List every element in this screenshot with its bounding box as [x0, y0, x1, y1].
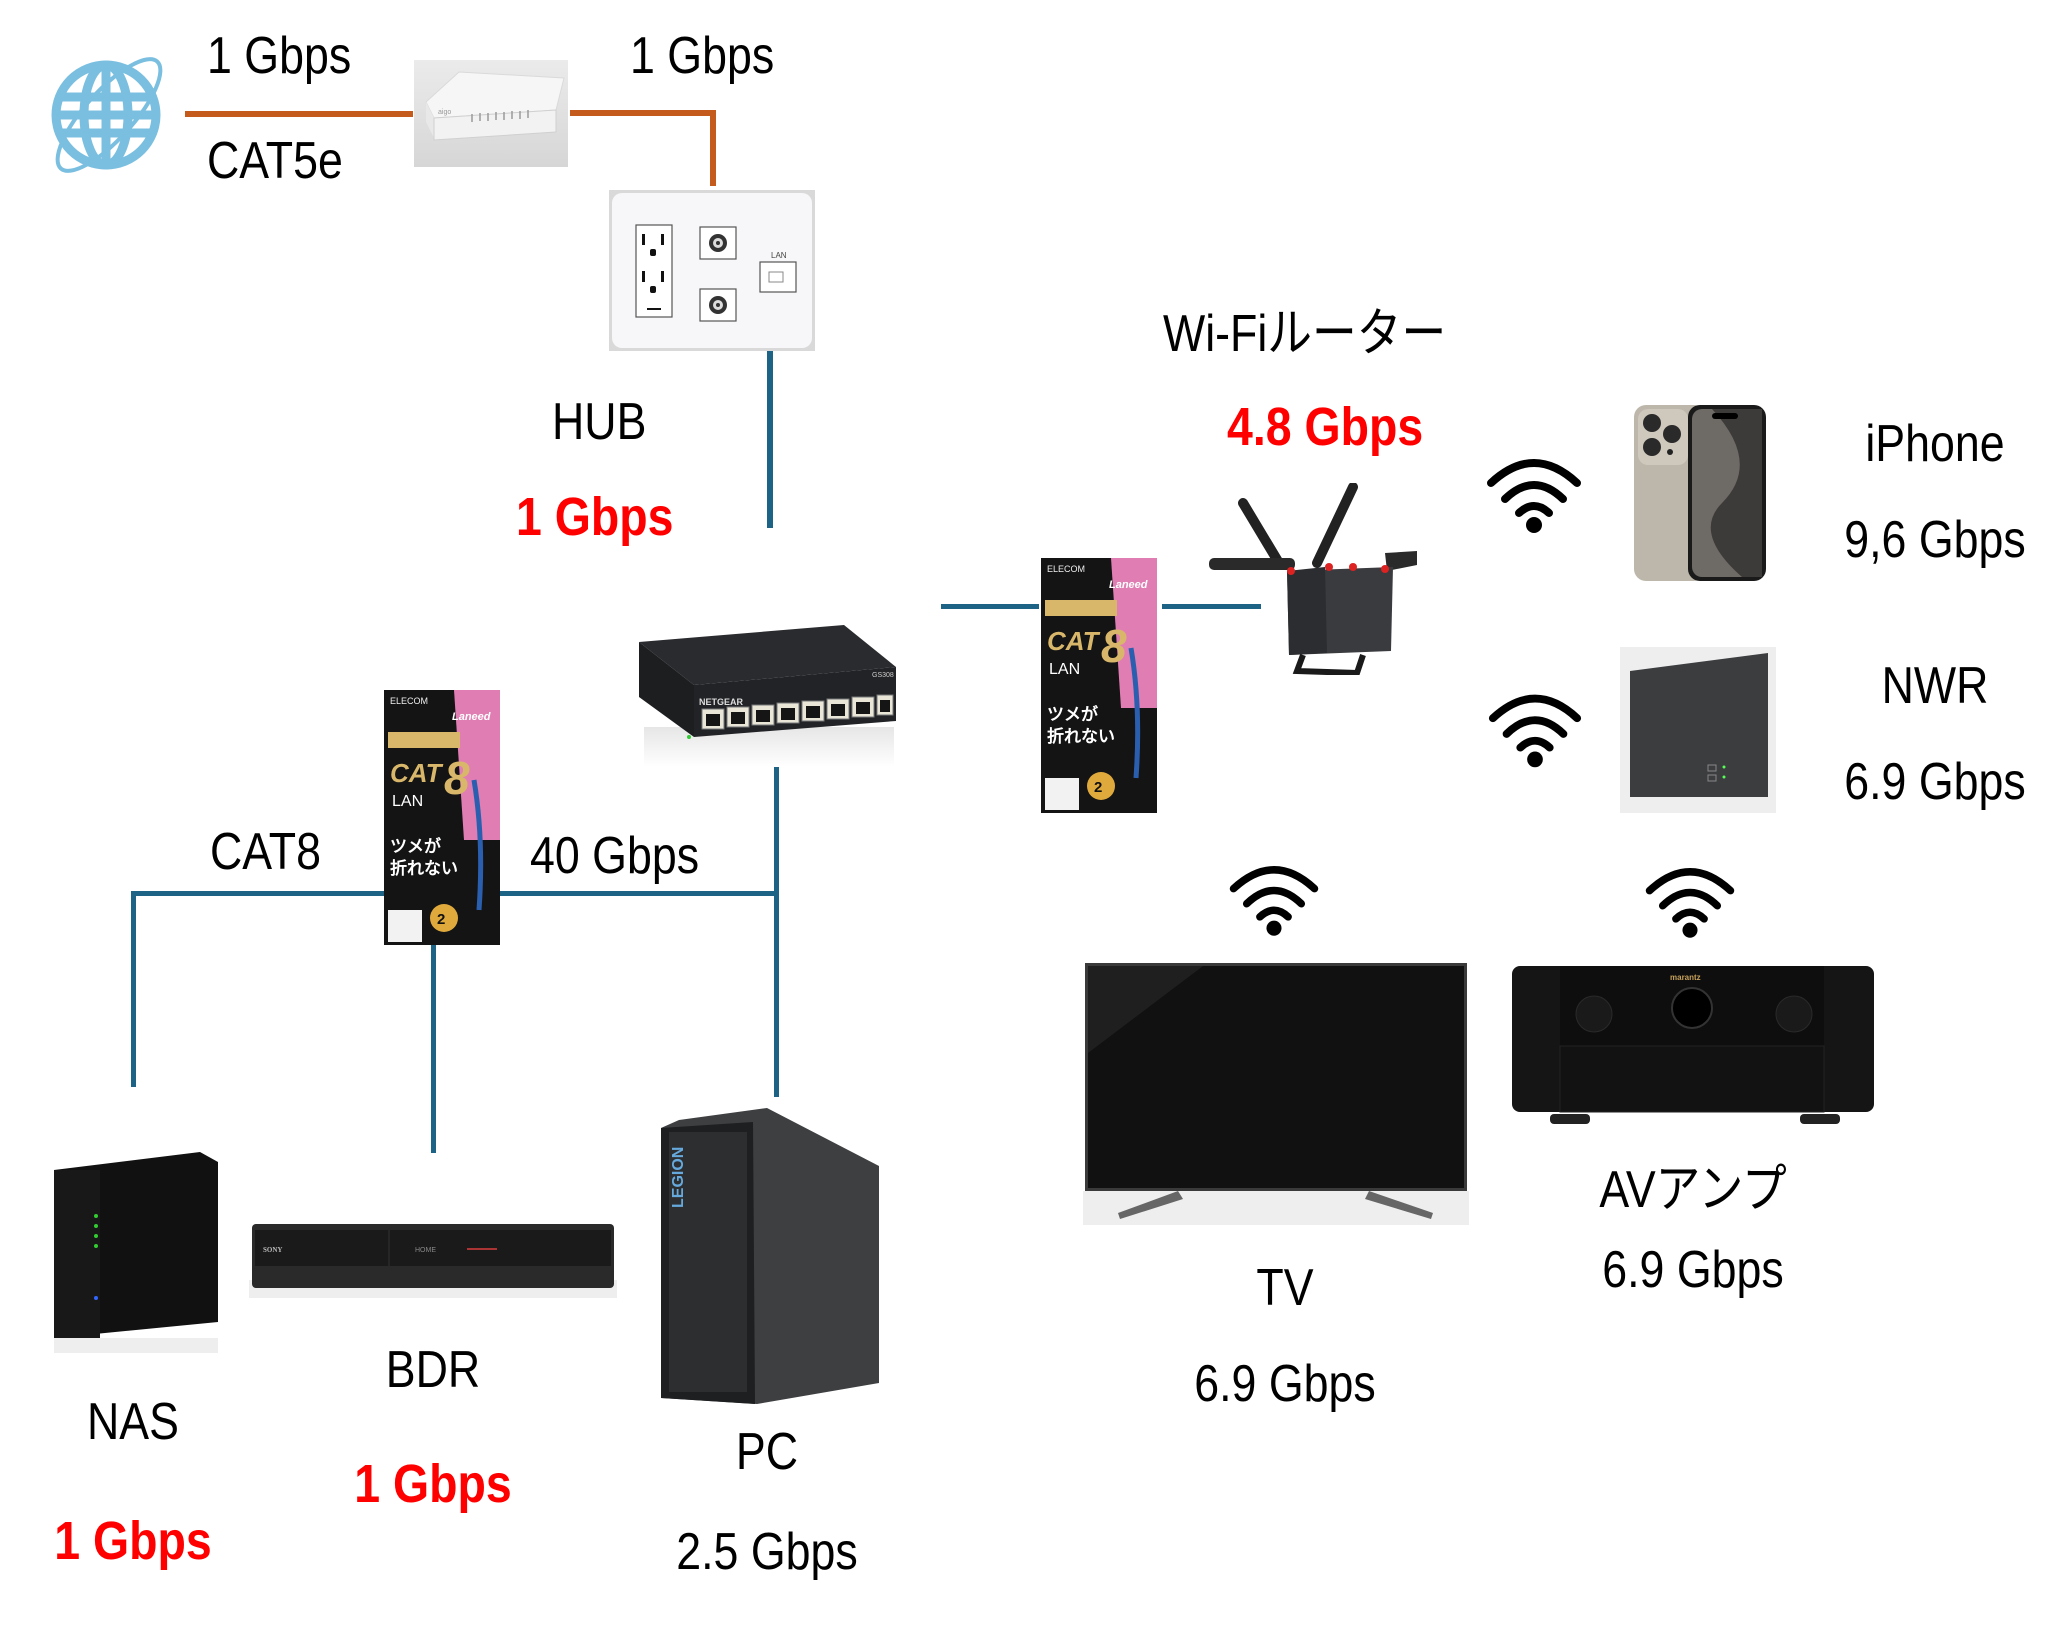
- hub-switch-icon[interactable]: NETGEAR GS308: [634, 617, 902, 777]
- router-speed-label: 4.8 Gbps: [1227, 397, 1424, 457]
- svg-text:LAN: LAN: [1049, 661, 1080, 678]
- svg-text:2: 2: [437, 911, 445, 928]
- svg-text:ツメが: ツメが: [1047, 704, 1098, 725]
- hub-speed-label: 1 Gbps: [516, 487, 674, 547]
- nas-device-icon[interactable]: [50, 1148, 222, 1353]
- svg-text:marantz: marantz: [1670, 973, 1701, 982]
- svg-text:2: 2: [1094, 779, 1102, 796]
- hub-brand-label: NETGEAR: [699, 697, 744, 707]
- trunk-cable-type-label: CAT8: [210, 823, 321, 881]
- svg-text:aigo: aigo: [438, 109, 451, 116]
- svg-text:GS308: GS308: [872, 672, 894, 679]
- tv-label: TV: [1256, 1259, 1314, 1317]
- wifi-icon: [1485, 688, 1585, 770]
- nas-speed-label: 1 Gbps: [54, 1511, 212, 1571]
- svg-text:折れない: 折れない: [1047, 726, 1115, 747]
- pc-speed-label: 2.5 Gbps: [676, 1523, 858, 1581]
- package-brand: ELECOM: [1047, 564, 1085, 574]
- tv-speed-label: 6.9 Gbps: [1194, 1355, 1376, 1413]
- iphone-speed-label: 9,6 Gbps: [1844, 511, 2026, 569]
- cable-hub-to-package: [941, 604, 1039, 609]
- svg-text:折れない: 折れない: [390, 858, 458, 879]
- wifi-router-icon[interactable]: [1207, 483, 1419, 675]
- svg-text:LAN: LAN: [392, 793, 423, 810]
- cat8-cable-package-router: ELECOM Laneed CAT 8 LAN ツメが 折れない 2: [1041, 558, 1157, 813]
- av-amp-device-icon[interactable]: marantz: [1512, 966, 1874, 1126]
- uplink-speed-label: 1 Gbps: [207, 27, 352, 85]
- tv-device-icon[interactable]: [1083, 963, 1469, 1225]
- wall-lan-port-label: LAN: [771, 251, 787, 260]
- iphone-label: iPhone: [1865, 415, 2005, 473]
- wifi-icon: [1226, 860, 1322, 938]
- bdr-device-icon[interactable]: SONY HOME: [249, 1218, 617, 1298]
- wifi-icon: [1642, 862, 1738, 940]
- svg-text:ツメが: ツメが: [390, 836, 441, 857]
- cable-internet-to-onu: [185, 111, 413, 117]
- wall-speed-label: 1 Gbps: [630, 27, 775, 85]
- pc-label: PC: [735, 1423, 799, 1481]
- svg-text:CAT: CAT: [390, 758, 444, 788]
- svg-text:CAT: CAT: [1047, 626, 1101, 656]
- cable-onu-to-wall-h: [570, 110, 716, 116]
- iphone-device-icon[interactable]: [1632, 403, 1768, 583]
- svg-text:Laneed: Laneed: [1109, 579, 1148, 591]
- nwr-label: NWR: [1881, 657, 1989, 715]
- onu-switch-icon: aigo: [414, 60, 568, 167]
- wifi-icon: [1483, 453, 1585, 535]
- globe-icon: [43, 47, 175, 181]
- svg-text:LEGION: LEGION: [670, 1147, 687, 1208]
- router-label: Wi-Fiルーター: [1163, 305, 1447, 363]
- svg-text:8: 8: [444, 752, 470, 804]
- cable-onu-to-wall-v: [710, 110, 716, 186]
- av-amp-label: AVアンプ: [1599, 1161, 1787, 1219]
- hub-label: HUB: [552, 393, 647, 451]
- av-amp-speed-label: 6.9 Gbps: [1602, 1241, 1784, 1299]
- nwr-device-icon[interactable]: [1620, 647, 1776, 813]
- wall-plate-icon: LAN: [609, 190, 815, 351]
- svg-text:ELECOM: ELECOM: [390, 696, 428, 706]
- bdr-label: BDR: [385, 1341, 481, 1399]
- nwr-speed-label: 6.9 Gbps: [1844, 753, 2026, 811]
- svg-text:Laneed: Laneed: [452, 711, 491, 723]
- cable-nas-drop: [131, 891, 136, 1087]
- cable-wall-to-hub: [767, 292, 773, 528]
- svg-text:8: 8: [1101, 620, 1127, 672]
- cable-package-to-router: [1162, 604, 1261, 609]
- nas-label: NAS: [87, 1393, 179, 1451]
- cable-hub-down: [774, 697, 779, 1097]
- cable-bdr-drop: [431, 891, 436, 1153]
- cat8-cable-package-trunk: ELECOM Laneed CAT 8 LAN ツメが 折れない 2: [384, 690, 500, 945]
- bdr-speed-label: 1 Gbps: [354, 1454, 512, 1514]
- svg-text:SONY: SONY: [263, 1246, 282, 1254]
- svg-text:HOME: HOME: [415, 1247, 436, 1254]
- trunk-speed-label: 40 Gbps: [530, 827, 700, 885]
- uplink-cable-type-label: CAT5e: [207, 132, 343, 190]
- pc-device-icon[interactable]: LEGION: [657, 1108, 881, 1404]
